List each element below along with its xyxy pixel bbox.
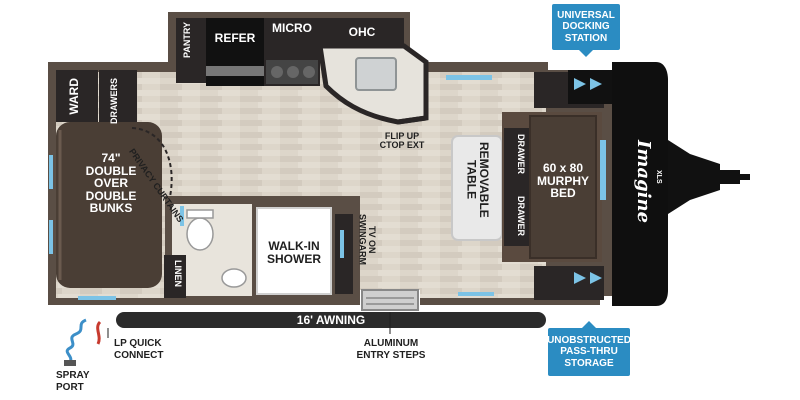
removable-table-label: REMOVABLE TABLE xyxy=(464,142,491,218)
ohc-label: OHC xyxy=(348,25,376,39)
front-drawers xyxy=(99,70,137,128)
universal-docking-station-callout: UNIVERSAL DOCKING STATION xyxy=(552,4,620,57)
aluminum-entry-steps-label: ALUMINUM ENTRY STEPS xyxy=(356,338,426,361)
bunk-bed xyxy=(56,122,162,288)
drawers-label: DRAWERS xyxy=(109,78,119,125)
linen-label: LINEN xyxy=(173,260,183,287)
overhead-cabinet xyxy=(320,18,404,46)
spray-port-icon xyxy=(64,360,76,366)
walk-in-shower-label: WALK-IN SHOWER xyxy=(267,239,321,266)
murphy-bed xyxy=(530,116,596,258)
toilet xyxy=(186,217,214,251)
linen-cabinet xyxy=(164,255,186,298)
window xyxy=(446,75,492,80)
window xyxy=(600,140,606,200)
window xyxy=(49,220,53,254)
spray-port-label: SPRAY PORT xyxy=(56,370,90,393)
window xyxy=(180,206,184,226)
pantry-label: PANTRY xyxy=(182,22,192,58)
logo-brand: Imagine xyxy=(633,140,654,224)
awning-label: 16' AWNING xyxy=(296,313,366,327)
lp-hose-icon xyxy=(65,318,87,363)
window xyxy=(49,155,53,189)
kitchen-sink xyxy=(355,57,397,91)
flip-up-ctop-label: FLIP UP CTOP EXT xyxy=(379,131,425,151)
micro-label: MICRO xyxy=(272,21,312,35)
drawer-top-label: DRAWER xyxy=(516,134,526,174)
unobstructed-pass-thru-storage-callout: UNOBSTRUCTED PASS-THRU STORAGE xyxy=(547,321,631,376)
murphy-bed-label: 60 x 80 MURPHY BED xyxy=(536,161,589,201)
entry-steps xyxy=(361,289,419,311)
front-cabinet-bottom xyxy=(534,266,604,300)
window xyxy=(458,292,494,296)
drawer-bottom-label: DRAWER xyxy=(516,196,526,236)
lp-quick-connect-label: LP QUICK CONNECT xyxy=(114,338,164,361)
wardrobe xyxy=(56,70,98,122)
front-cap xyxy=(612,62,668,306)
shower xyxy=(256,207,332,295)
imagine-logo: Imagine XLS xyxy=(614,140,668,230)
logo-model: XLS xyxy=(655,170,662,184)
ward-label: WARD xyxy=(67,78,81,115)
tv-swingarm-label: TV ON SWINGARM xyxy=(357,214,377,265)
privacy-curtain xyxy=(131,127,173,206)
bath-sink xyxy=(221,268,247,288)
refer-label: REFER xyxy=(214,31,256,45)
bunks-label: 74" DOUBLE OVER DOUBLE BUNKS xyxy=(85,151,137,216)
awning xyxy=(116,312,546,328)
pantry xyxy=(176,18,206,83)
window xyxy=(78,296,116,300)
window xyxy=(340,230,344,258)
